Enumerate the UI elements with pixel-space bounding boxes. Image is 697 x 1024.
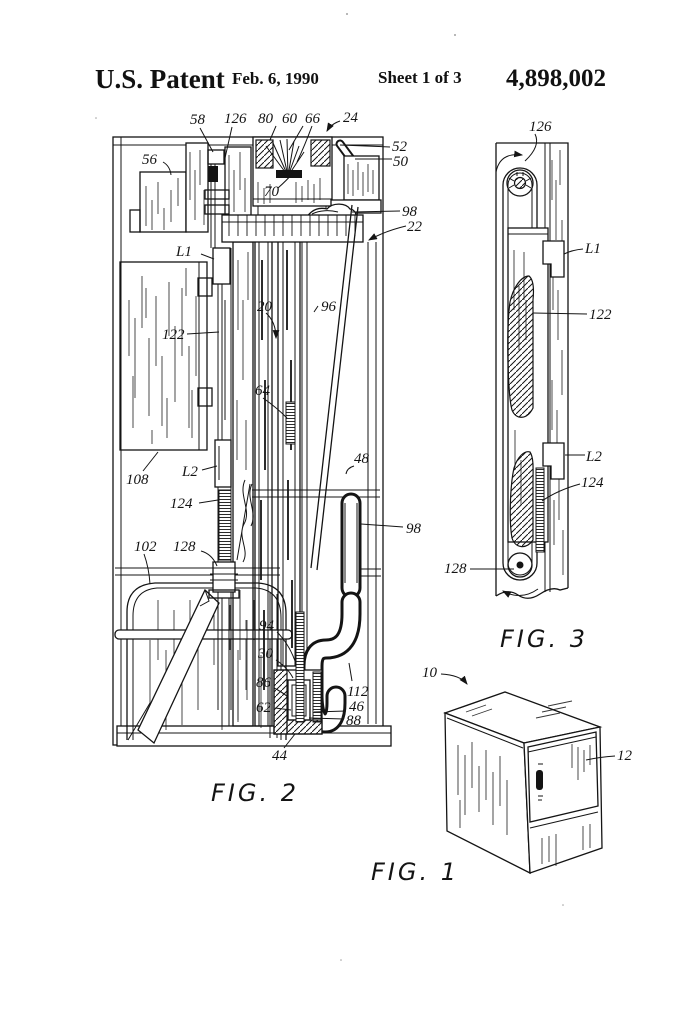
- fig1-leader-lines: [440, 673, 616, 761]
- ref-66: 66: [305, 111, 321, 127]
- ref-fig3-L1: L1: [584, 241, 601, 257]
- patent-header-number: 4,898,002: [506, 65, 606, 92]
- ref-48: 48: [354, 451, 370, 467]
- ref-L1: L1: [175, 244, 192, 260]
- fig3-latch-L1: [542, 240, 565, 278]
- patent-header-title: U.S. Patent: [95, 64, 225, 94]
- ref-98b: 98: [406, 521, 422, 537]
- fig1-door-handle: [536, 770, 543, 790]
- fig3-leader-lines: [470, 133, 588, 570]
- ref-58: 58: [190, 112, 206, 128]
- ref-96: 96: [321, 299, 337, 315]
- fig2-right-wall: [367, 242, 377, 724]
- fig3-latch-L2: [542, 442, 565, 480]
- fig2-latch-L1: [212, 247, 231, 285]
- ref-30: 30: [257, 646, 274, 662]
- ref-fig3-122: 122: [589, 307, 612, 323]
- fig2-rack-124: [218, 489, 232, 561]
- ref-fig3-124: 124: [581, 475, 604, 491]
- ref-60: 60: [282, 111, 298, 127]
- fig1-right-face: [523, 726, 603, 874]
- fig3-pad-122: [507, 275, 535, 418]
- fig2-gearbox-wall-44: [273, 669, 288, 735]
- ref-fig1-12: 12: [617, 748, 633, 764]
- ref-24: 24: [343, 110, 359, 126]
- ref-44: 44: [272, 748, 288, 764]
- ref-20: 20: [257, 299, 273, 315]
- scan-specks: [95, 13, 564, 961]
- fig2-top-machinery: [129, 136, 382, 248]
- ref-22: 22: [407, 219, 423, 235]
- ref-80: 80: [258, 111, 274, 127]
- ref-fig3-128: 128: [444, 561, 467, 577]
- fig2-gearbox: [273, 611, 323, 735]
- fig3-drawing: 126 L1 122 L2 124 128 FIG. 3: [444, 119, 612, 653]
- fig2-serration-88: [312, 671, 322, 723]
- header: U.S. Patent Feb. 6, 1990 Sheet 1 of 3 4,…: [95, 64, 606, 94]
- ref-122: 122: [162, 327, 185, 343]
- ref-64: 64: [255, 383, 271, 399]
- ref-52: 52: [392, 139, 408, 155]
- fig3-bottom-pulley: [502, 552, 539, 598]
- ref-L2: L2: [181, 464, 198, 480]
- fig2-latch-L2: [214, 439, 232, 488]
- ref-108: 108: [126, 472, 149, 488]
- fig2-pulley-block-128: [212, 561, 236, 593]
- ref-fig3-126: 126: [529, 119, 552, 135]
- fig3-caption: FIG. 3: [500, 625, 588, 653]
- fig2-spray-70: [265, 138, 305, 177]
- ref-62: 62: [256, 700, 272, 716]
- fig2-belt-column: [208, 247, 240, 726]
- fig2-beam-22: [221, 214, 364, 243]
- fig2-left-panel: [119, 261, 208, 451]
- ref-70: 70: [264, 184, 280, 200]
- fig3-top-pulley: [495, 150, 534, 197]
- fig2-hatch-60: [255, 139, 274, 169]
- ref-126: 126: [224, 111, 247, 127]
- fig2-hatch-66: [310, 139, 331, 167]
- fig2-clamp-58: [208, 166, 218, 182]
- ref-fig3-L2: L2: [585, 449, 602, 465]
- ref-88: 88: [346, 713, 362, 729]
- fig2-chute: [137, 588, 220, 745]
- fig3-rack-124: [535, 467, 545, 553]
- ref-fig1-10: 10: [422, 665, 438, 681]
- ref-112: 112: [347, 684, 369, 700]
- fig2-screw-64: [285, 401, 296, 445]
- fig2-rod-94: [295, 611, 305, 723]
- ref-56: 56: [142, 152, 158, 168]
- fig2-divider: [115, 567, 381, 577]
- fig1-drawing: 10 12 FIG. 1: [371, 665, 633, 886]
- ref-98a: 98: [402, 204, 418, 220]
- fig2-post-a: [185, 142, 209, 233]
- ref-124: 124: [170, 496, 193, 512]
- fig2-block-50: [343, 155, 380, 201]
- fig3-frame: [495, 142, 569, 596]
- fig1-caption: FIG. 1: [371, 858, 459, 886]
- ref-50: 50: [393, 154, 409, 170]
- fig2-motor-56: [139, 171, 187, 233]
- ref-102: 102: [134, 539, 157, 555]
- patent-header-date: Feb. 6, 1990: [232, 69, 319, 88]
- fig3-labels: 126 L1 122 L2 124 128: [444, 119, 612, 577]
- ref-86: 86: [256, 675, 272, 691]
- fig1-door: [527, 731, 599, 829]
- fig2-drawing: 58 126 80 60 66 24 52 50 56 70 98 22 L1 …: [112, 110, 423, 807]
- ref-46: 46: [349, 699, 365, 715]
- fig1-labels: 10 12: [422, 665, 633, 764]
- fig2-diagonal-48: [310, 204, 359, 571]
- ref-128: 128: [173, 539, 196, 555]
- fig2-labels: 58 126 80 60 66 24 52 50 56 70 98 22 L1 …: [126, 110, 423, 764]
- patent-header-sheet: Sheet 1 of 3: [378, 68, 462, 87]
- ref-94: 94: [259, 618, 275, 634]
- fig3-pad-124: [509, 451, 534, 548]
- fig2-caption: FIG. 2: [211, 779, 299, 807]
- fig2-leader-lines: [142, 120, 407, 749]
